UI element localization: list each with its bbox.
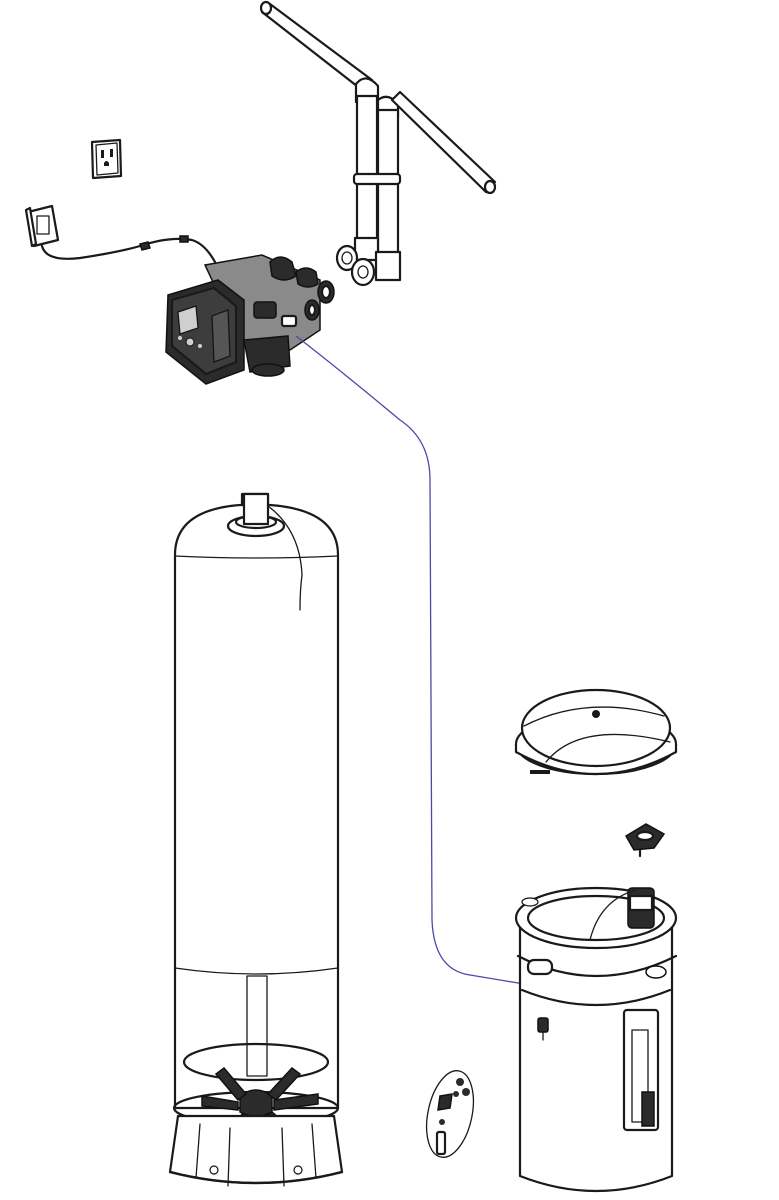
- mineral-tank: [168, 492, 344, 1187]
- brine-tank: [514, 886, 678, 1193]
- plug-icon: [24, 204, 217, 264]
- brine-tube: [295, 335, 525, 985]
- cap-icon: [624, 823, 666, 858]
- fitting-icon: [425, 1070, 475, 1158]
- bypass-plumbing: [259, 0, 497, 287]
- lid-icon: [514, 688, 678, 776]
- valve-icon: [165, 254, 335, 385]
- outlet-icon: [90, 138, 123, 180]
